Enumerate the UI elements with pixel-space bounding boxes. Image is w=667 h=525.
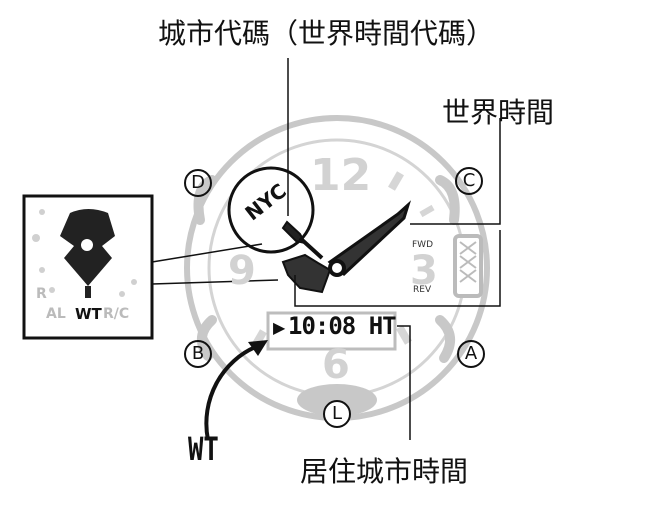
- city-pointer-stem: [298, 236, 324, 260]
- button-l-label: L: [331, 403, 343, 424]
- numeral-12: 12: [310, 150, 372, 201]
- button-d[interactable]: D: [184, 169, 212, 197]
- city-pointer-hand: [281, 220, 307, 245]
- button-a-label: A: [464, 343, 478, 364]
- home-city-time-label: 居住城市時間: [300, 455, 469, 488]
- hour-hand: [281, 253, 332, 294]
- rev-label: REV: [413, 285, 432, 295]
- leader-lines: [287, 58, 501, 440]
- button-d-label: D: [191, 172, 205, 193]
- inset-r-label: R: [36, 286, 47, 302]
- inset-connector-bottom: [151, 279, 279, 285]
- button-c[interactable]: C: [455, 167, 483, 195]
- side-guard-right-bottom: [435, 315, 455, 363]
- numeral-3: 3: [410, 248, 438, 294]
- inset-hand-dot: [81, 239, 93, 251]
- crown-grip: [459, 241, 477, 283]
- lcd-marker: ▶: [273, 318, 286, 337]
- city-code-label: 城市代碼（世界時間代碼）: [158, 17, 495, 50]
- button-c-label: C: [462, 170, 476, 191]
- numeral-6: 6: [322, 342, 350, 388]
- lcd-time: 10:08 HT: [288, 312, 397, 340]
- inset-al-label: AL: [46, 306, 66, 322]
- wt-arrowhead: [248, 340, 268, 356]
- hand-pivot: [328, 259, 346, 277]
- inset-dial-dots: [32, 209, 137, 297]
- button-a[interactable]: A: [457, 340, 485, 368]
- world-time-label: 世界時間: [442, 96, 555, 129]
- wt-arrow: [204, 344, 259, 441]
- fwd-label: FWD: [412, 240, 434, 250]
- inset-wt-label: WT: [75, 305, 102, 323]
- side-guard-right-top: [435, 175, 460, 225]
- wt-label: WT: [188, 430, 219, 468]
- crown: [453, 234, 483, 298]
- inset-rc-label: R/C: [103, 306, 130, 322]
- inset-connector-top: [151, 243, 263, 263]
- numeral-9: 9: [228, 248, 256, 294]
- lcd-display: [266, 311, 397, 351]
- button-b-label: B: [191, 343, 205, 364]
- button-l[interactable]: L: [323, 400, 351, 428]
- button-b[interactable]: B: [184, 340, 212, 368]
- world-time-hands: [281, 200, 412, 294]
